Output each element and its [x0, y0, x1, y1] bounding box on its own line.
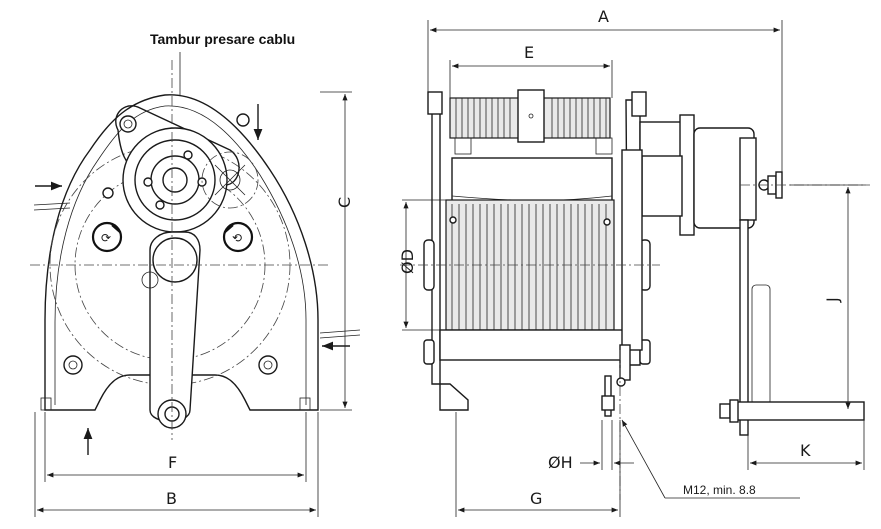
dim-c-label: C: [335, 197, 354, 208]
mounting-bolt-right-icon: [258, 355, 278, 375]
dim-g-label: G: [530, 489, 542, 508]
rotation-left-icon: ⟳: [91, 221, 123, 253]
front-view: ⟳ ⟲ C F: [30, 31, 361, 517]
cable-press-drum-callout: Tambur presare cablu: [150, 31, 295, 47]
mounting-bolt-left-icon: [63, 355, 83, 375]
side-view: A E ØD ØH G J K M12, min.: [398, 7, 870, 517]
rotation-right-icon: ⟲: [222, 221, 254, 253]
dim-j-label: J: [823, 297, 842, 303]
dim-b-label: B: [166, 489, 177, 508]
dim-a-label: A: [598, 7, 609, 26]
dim-k-label: K: [800, 441, 811, 460]
dim-d-label: ØD: [398, 249, 417, 274]
svg-text:⟲: ⟲: [232, 231, 242, 245]
bolt-note: M12, min. 8.8: [683, 483, 756, 497]
svg-text:⟳: ⟳: [101, 231, 111, 245]
dim-h-label: ØH: [548, 453, 573, 472]
dim-e-label: E: [524, 43, 534, 62]
dim-f-label: F: [168, 453, 177, 472]
